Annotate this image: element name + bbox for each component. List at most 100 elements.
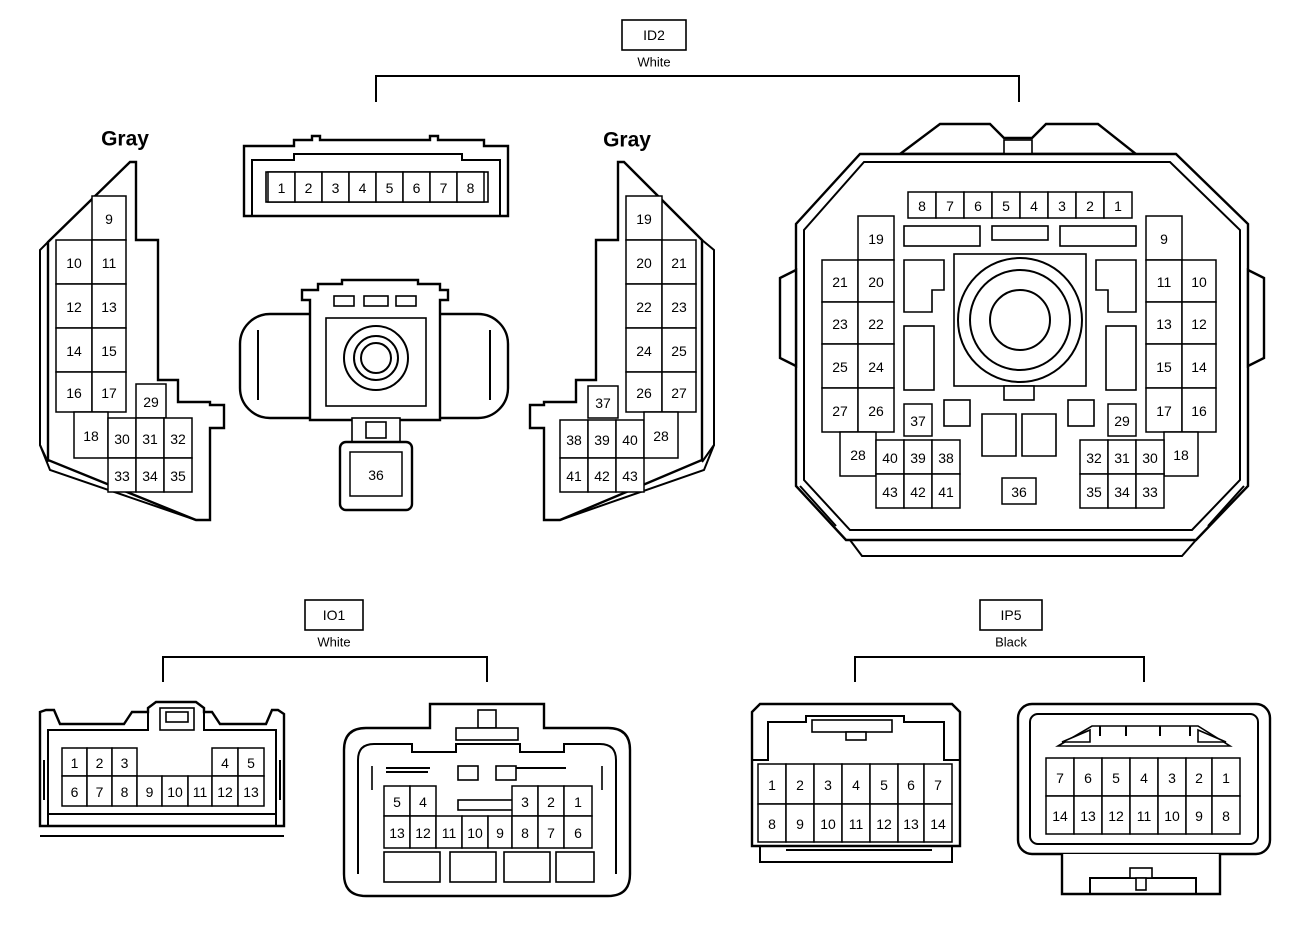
pin-cell [1181, 387, 1217, 433]
pin-number: 9 [105, 211, 113, 227]
pin-cell [857, 387, 895, 433]
pin-number: 25 [671, 343, 687, 359]
pin-cell [923, 763, 953, 805]
pin-cell [402, 171, 431, 203]
pin-cell [91, 195, 127, 241]
pin-number: 6 [974, 198, 982, 214]
pin-number: 8 [521, 825, 529, 841]
pin-cell [923, 803, 953, 843]
pin-cell [931, 473, 961, 509]
pin-cell [813, 803, 843, 843]
pin-cell [1001, 477, 1037, 505]
pin-number: 13 [389, 825, 405, 841]
pin-cell [211, 775, 239, 807]
pin-cell [383, 815, 411, 849]
pin-number: 37 [910, 413, 926, 429]
pin-cell [349, 451, 403, 497]
pin-number: 35 [170, 468, 186, 484]
pin-cell [897, 763, 925, 805]
pin-cell [935, 191, 965, 219]
pin-number: 29 [1114, 413, 1130, 429]
pin-number: 26 [868, 403, 884, 419]
pin-cell [348, 171, 377, 203]
pin-cell [625, 195, 663, 241]
pin-number: 18 [1173, 447, 1189, 463]
pin-number: 21 [671, 255, 687, 271]
pin-cell [615, 457, 645, 493]
pin-number: 8 [1222, 808, 1230, 824]
pin-number: 18 [83, 428, 99, 444]
pin-cell [661, 239, 697, 285]
pin-number: 40 [882, 450, 898, 466]
pin-number: 13 [101, 299, 117, 315]
pin-number: 3 [824, 777, 832, 793]
pin-cell [237, 775, 265, 807]
gray-label-left: Gray [101, 128, 149, 151]
pin-cell [661, 327, 697, 373]
pin-number: 2 [796, 777, 804, 793]
pin-number: 15 [1156, 359, 1172, 375]
pin-number: 3 [521, 794, 529, 810]
pin-number: 12 [876, 816, 892, 832]
pin-number: 36 [368, 467, 384, 483]
pin-number: 7 [440, 180, 448, 196]
pin-number: 27 [832, 403, 848, 419]
pin-cell [563, 785, 593, 817]
center-pins: 36 [349, 451, 403, 497]
pin-number: 28 [653, 428, 669, 444]
pin-number: 1 [1114, 198, 1122, 214]
pin-cell [841, 803, 871, 843]
pin-cell [294, 171, 323, 203]
pin-number: 19 [636, 211, 652, 227]
pin-number: 10 [1164, 808, 1180, 824]
pin-cell [587, 457, 617, 493]
pin-number: 8 [918, 198, 926, 214]
pin-number: 8 [121, 784, 129, 800]
pin-number: 14 [66, 343, 82, 359]
pin-cell [107, 417, 137, 459]
pin-number: 33 [114, 468, 130, 484]
pin-number: 6 [71, 784, 79, 800]
pin-cell [757, 763, 787, 805]
pin-number: 7 [934, 777, 942, 793]
pin-cell [931, 439, 961, 475]
pin-number: 31 [142, 431, 158, 447]
pin-number: 12 [415, 825, 431, 841]
pin-cell [511, 785, 539, 817]
pin-cell [857, 215, 895, 261]
id2-code: ID2 [643, 27, 665, 43]
pin-number: 5 [386, 180, 394, 196]
pin-cell [211, 747, 239, 777]
pin-number: 11 [1157, 274, 1172, 290]
pin-number: 23 [832, 316, 848, 332]
pin-cell [897, 803, 925, 843]
pin-number: 34 [1114, 484, 1130, 500]
pin-number: 4 [1030, 198, 1038, 214]
pin-number: 3 [1058, 198, 1066, 214]
pin-cell [409, 785, 437, 817]
pin-cell [563, 815, 593, 849]
pin-cell [857, 343, 895, 389]
pin-cell [429, 171, 458, 203]
pin-number: 8 [768, 816, 776, 832]
pin-number: 11 [442, 825, 457, 841]
pin-number: 9 [496, 825, 504, 841]
pin-number: 27 [671, 385, 687, 401]
pin-number: 40 [622, 432, 638, 448]
pin-cell [487, 815, 513, 849]
pin-number: 4 [852, 777, 860, 793]
pin-cell [86, 775, 113, 807]
pin-number: 21 [832, 274, 848, 290]
ip5-code: IP5 [1000, 607, 1021, 623]
pin-cell [1103, 191, 1133, 219]
pin-number: 7 [547, 825, 555, 841]
ip5-header: IP5 Black [854, 599, 1145, 682]
pin-number: 9 [1160, 231, 1168, 247]
pin-number: 8 [467, 180, 475, 196]
pin-number: 11 [193, 784, 208, 800]
pin-number: 1 [574, 794, 582, 810]
pin-cell [625, 327, 663, 373]
pin-number: 13 [903, 816, 919, 832]
